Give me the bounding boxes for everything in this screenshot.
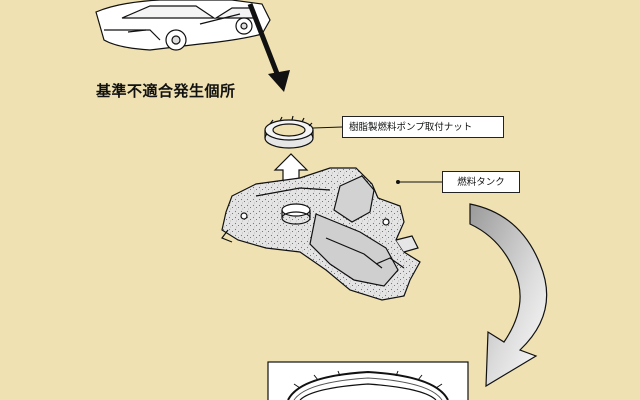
pointer-arrow: [247, 3, 290, 92]
pump-nut-ring: [264, 115, 314, 149]
nut-leader-line: [312, 126, 343, 129]
curved-arrow: [469, 203, 548, 388]
resin-fuel-pump-nut-callout: 樹脂製燃料ポンプ取付ナット: [342, 116, 504, 138]
car-illustration: [95, 0, 271, 51]
defect-location-label: 基準不適合発生個所: [96, 82, 236, 100]
fuel-tank-callout: 燃料タンク: [442, 171, 520, 193]
tank-leader-dot: [396, 180, 400, 184]
fuel-tank-illustration: [221, 167, 421, 301]
detail-view-box: [267, 361, 469, 400]
